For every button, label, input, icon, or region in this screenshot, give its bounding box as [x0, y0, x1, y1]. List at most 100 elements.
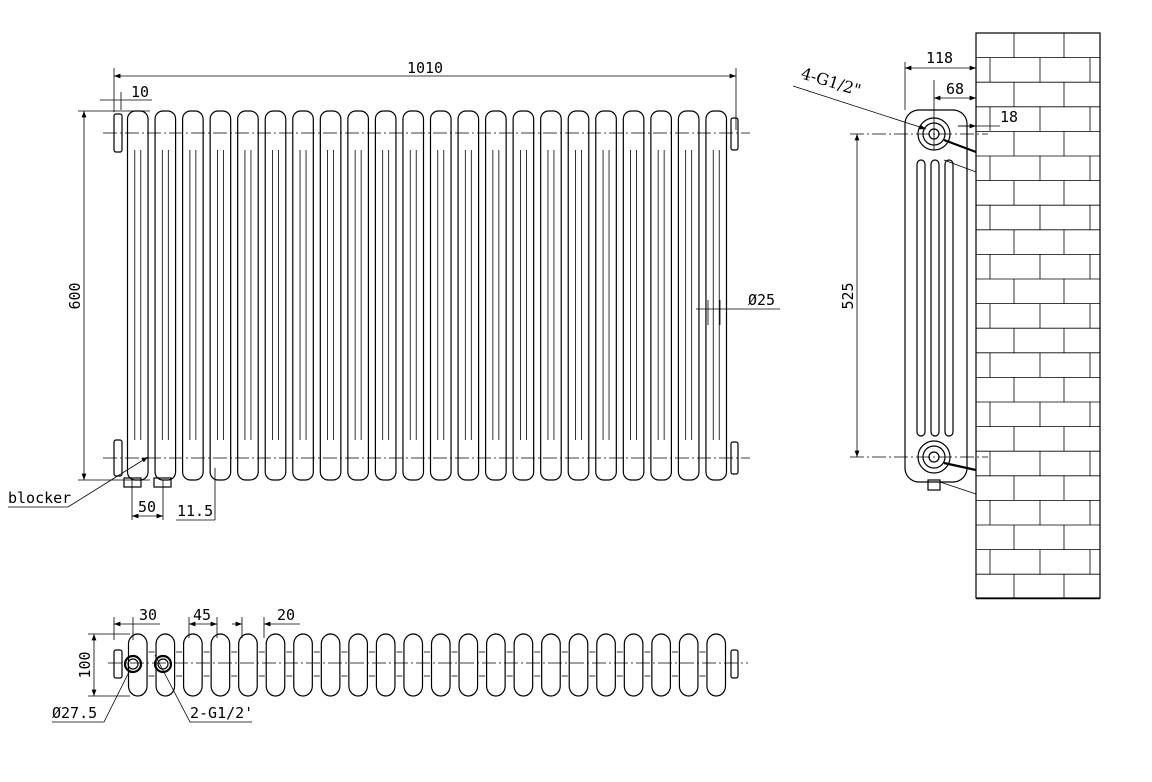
front-column [402, 110, 425, 481]
height-label: 600 [66, 282, 84, 309]
column-body [429, 110, 452, 481]
front-column [264, 110, 287, 481]
front-column [374, 110, 397, 481]
plan-column [210, 633, 231, 697]
plan-column [651, 633, 672, 697]
front-column [540, 110, 562, 481]
plan-column [182, 633, 203, 697]
plan-connection-leader [154, 654, 252, 723]
front-column [677, 110, 700, 481]
side-view: 4-G1/2" 118 68 18 525 [792, 32, 1101, 600]
column-body [512, 110, 535, 481]
plan-column [238, 633, 258, 697]
column-body [319, 110, 342, 481]
plan-column [375, 633, 396, 697]
column-body [237, 110, 259, 481]
foot-right [153, 477, 172, 488]
front-column [484, 110, 507, 481]
plan-column [403, 633, 424, 697]
front-column [512, 110, 535, 481]
spacing-label: 50 [138, 498, 156, 516]
plan-depth-label: 100 [76, 651, 94, 678]
blocker-leader [8, 456, 149, 508]
column-body [567, 110, 590, 481]
bracket-line [943, 159, 977, 173]
front-column [457, 110, 480, 481]
front-column [126, 110, 149, 481]
front-column [650, 110, 673, 481]
front-columns [126, 110, 728, 481]
column-body [264, 110, 287, 481]
front-column [567, 110, 590, 481]
plan-column [623, 633, 644, 697]
plan-gap-label: 20 [277, 606, 295, 624]
plan-right-plug [730, 649, 739, 679]
plan-column [485, 633, 506, 697]
plan-connection-label: 2-G1/2' [190, 704, 253, 722]
front-column [347, 110, 370, 481]
front-column [319, 110, 342, 481]
plan-column [320, 633, 341, 697]
column-body [705, 110, 728, 481]
column-body [181, 110, 204, 481]
plan-column [513, 633, 534, 697]
front-column [622, 110, 645, 481]
tube-diameter-label: Ø25 [748, 291, 775, 309]
front-column [292, 110, 314, 481]
plan-column [430, 633, 451, 697]
plan-columns [127, 633, 727, 697]
side-foot [927, 479, 941, 491]
column-body [677, 110, 700, 481]
pipe-right [153, 654, 173, 674]
plan-left-plug [113, 649, 123, 679]
wall-bracket [943, 461, 977, 472]
column-body [595, 110, 617, 481]
wall-bracket [943, 138, 977, 154]
pipe-left [123, 654, 143, 674]
plan-column [265, 633, 286, 697]
pipe-left-inner [127, 658, 139, 670]
plan-column [293, 633, 313, 697]
right-top-plug [730, 117, 739, 151]
gap-label: 18 [1000, 108, 1018, 126]
front-column [705, 110, 728, 481]
column-body [154, 110, 177, 481]
side-tube [916, 159, 926, 437]
center-to-wall-label: 68 [946, 80, 964, 98]
foot-left [123, 477, 142, 488]
foot-height-label: 11.5 [177, 502, 213, 520]
column-body [347, 110, 370, 481]
left-top-plug [113, 113, 123, 153]
blocker-label: blocker [8, 489, 71, 507]
wall-outline [975, 32, 1101, 599]
plan-column [348, 633, 369, 697]
column-body [374, 110, 397, 481]
front-column [209, 110, 232, 481]
front-column [154, 110, 177, 481]
column-body [457, 110, 480, 481]
plan-column [706, 633, 727, 697]
end-offset-label: 10 [131, 83, 149, 101]
plan-column [541, 633, 561, 697]
pipe-diameter-label: Ø27.5 [52, 704, 97, 722]
column-body [622, 110, 645, 481]
width-label: 1010 [407, 59, 443, 77]
column-body [126, 110, 149, 481]
side-tube [930, 159, 940, 437]
plan-view: 30 45 20 100 Ø27.5 2-G1/2' [52, 606, 748, 723]
column-body [402, 110, 425, 481]
right-bottom-plug [730, 441, 739, 475]
pipe-right-inner [157, 658, 169, 670]
front-column [237, 110, 259, 481]
plan-offset-label: 30 [139, 606, 157, 624]
front-column [429, 110, 452, 481]
front-column [595, 110, 617, 481]
side-tube [944, 159, 954, 437]
connection-leader [792, 85, 927, 130]
plan-column [596, 633, 616, 697]
front-column [181, 110, 204, 481]
column-body [484, 110, 507, 481]
column-body [292, 110, 314, 481]
